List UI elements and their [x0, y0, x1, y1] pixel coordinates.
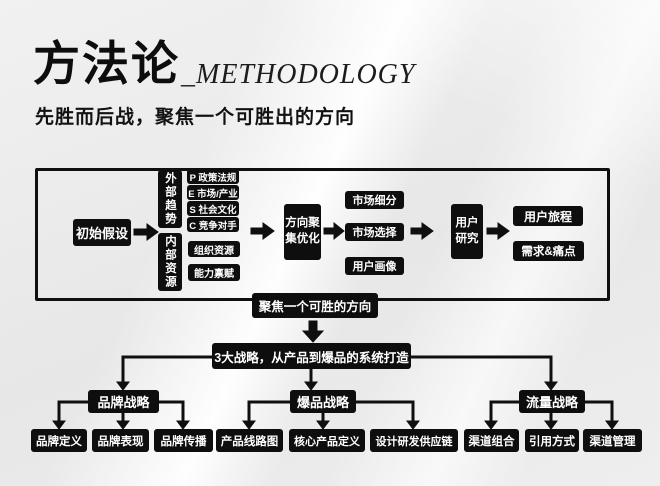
node-needs-pain: 需求&痛点 [513, 241, 584, 261]
node-design-rd-supplychain: 设计研发供应链 [370, 429, 458, 452]
node-pesc-competitor: C 竞争对手 [187, 217, 239, 232]
node-user-research: 用户研究 [451, 204, 483, 259]
flow-arrow-focus-to-strategy [301, 320, 325, 343]
traffic-child-line-1 [489, 400, 519, 422]
node-pesc-policy: P 政策法规 [187, 169, 239, 184]
branch-arrow-traffic [544, 381, 558, 391]
node-pesc-society: S 社会文化 [187, 201, 239, 216]
node-pesc-market: E 市场/产业 [187, 185, 239, 200]
node-capability: 能力禀赋 [188, 264, 240, 281]
brand-child-arrow-1 [52, 420, 66, 430]
node-internal-resource: 内部资源 [158, 233, 182, 291]
node-market-segment: 市场细分 [345, 191, 404, 209]
hit-child-line-1 [247, 400, 290, 422]
hit-child-arrow-2 [316, 420, 330, 430]
node-brand-definition: 品牌定义 [31, 429, 87, 452]
node-org-resource: 组织资源 [188, 241, 240, 257]
hit-child-arrow-1 [242, 420, 256, 430]
node-brand-communication: 品牌传播 [154, 429, 213, 452]
branch-arrow-brand [116, 381, 130, 391]
branch-line-traffic [410, 355, 553, 383]
page-title: 方法论 [33, 37, 180, 90]
node-product-roadmap: 产品线路图 [216, 429, 283, 452]
node-brand-strategy: 品牌战略 [88, 390, 159, 413]
traffic-child-arrow-2 [544, 420, 558, 430]
brand-child-arrow-3 [176, 420, 190, 430]
node-hit-product-strategy: 爆品战略 [290, 390, 356, 413]
traffic-child-arrow-1 [484, 420, 498, 430]
page-title-english: _METHODOLOGY [181, 59, 416, 90]
node-user-journey: 用户旅程 [513, 206, 583, 226]
node-direction-focus: 方向聚集优化 [284, 204, 321, 260]
node-brand-expression: 品牌表现 [92, 429, 149, 452]
branch-arrow-hit [304, 381, 318, 391]
node-user-persona: 用户画像 [345, 257, 404, 275]
page-tagline: 先胜而后战，聚焦一个可胜出的方向 [35, 107, 356, 128]
traffic-child-line-3 [585, 400, 614, 422]
banner-focus-direction: 聚焦一个可胜的方向 [252, 293, 378, 318]
branch-line-brand [121, 355, 212, 383]
traffic-child-arrow-3 [605, 420, 619, 430]
brand-child-line-1 [57, 400, 88, 422]
hit-child-line-3 [356, 400, 415, 422]
node-initial-hypothesis: 初始假设 [73, 219, 131, 246]
node-market-select: 市场选择 [345, 223, 404, 241]
node-channel-mix: 渠道组合 [464, 429, 519, 452]
brand-child-arrow-2 [116, 420, 130, 430]
banner-three-strategies: 3大战略，从产品到爆品的系统打造 [212, 343, 411, 369]
hit-child-arrow-3 [406, 420, 420, 430]
node-traffic-strategy: 流量战略 [519, 390, 585, 413]
node-referral-method: 引用方式 [525, 429, 579, 452]
brand-child-line-3 [159, 400, 185, 422]
node-core-product-definition: 核心产品定义 [289, 429, 365, 452]
node-channel-management: 渠道管理 [583, 429, 642, 452]
node-external-trend: 外部趋势 [158, 170, 182, 228]
